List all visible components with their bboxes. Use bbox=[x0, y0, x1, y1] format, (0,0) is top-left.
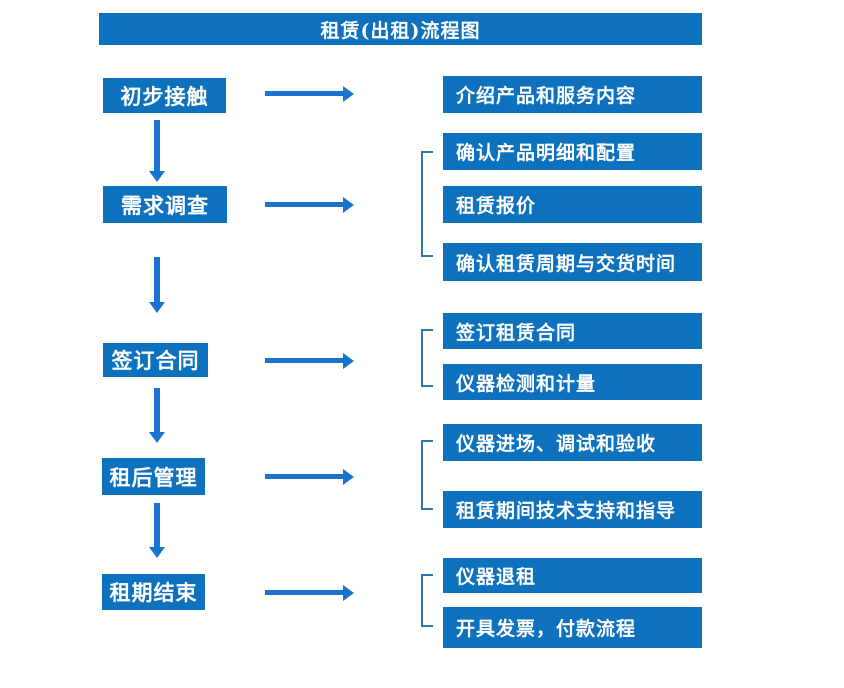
right-arrow-icon bbox=[265, 590, 343, 595]
detail-box-invoice-payment-process: 开具发票，付款流程 bbox=[443, 607, 702, 648]
detail-box-instrument-setup-acceptance: 仪器进场、调试和验收 bbox=[443, 424, 702, 461]
detail-box-instrument-return: 仪器退租 bbox=[443, 558, 702, 593]
detail-box-introduce-products-services: 介绍产品和服务内容 bbox=[443, 76, 702, 113]
stage-box-post-rental-management: 租后管理 bbox=[102, 458, 205, 495]
right-arrow-icon bbox=[265, 358, 343, 363]
detail-box-confirm-product-details-config: 确认产品明细和配置 bbox=[443, 133, 702, 170]
down-arrow-icon bbox=[154, 120, 160, 171]
down-arrow-icon bbox=[154, 257, 160, 302]
stage-box-sign-contract: 签订合同 bbox=[103, 343, 208, 377]
detail-box-instrument-testing-metering: 仪器检测和计量 bbox=[443, 364, 702, 400]
detail-box-confirm-rental-period-delivery: 确认租赁周期与交货时间 bbox=[443, 243, 702, 281]
down-arrow-icon bbox=[154, 388, 160, 432]
group-bracket bbox=[421, 440, 433, 510]
right-arrow-icon bbox=[265, 202, 343, 207]
group-bracket bbox=[421, 574, 433, 627]
down-arrow-icon bbox=[154, 503, 160, 547]
right-arrow-icon bbox=[265, 474, 343, 479]
stage-box-initial-contact: 初步接触 bbox=[103, 78, 226, 113]
group-bracket bbox=[421, 151, 433, 257]
group-bracket bbox=[421, 329, 433, 387]
detail-box-sign-rental-contract: 签订租赁合同 bbox=[443, 313, 702, 349]
page-title: 租赁(出租)流程图 bbox=[99, 13, 702, 45]
detail-box-technical-support-guidance: 租赁期间技术支持和指导 bbox=[443, 491, 702, 528]
stage-box-rental-end: 租期结束 bbox=[102, 574, 205, 610]
stage-box-needs-survey: 需求调查 bbox=[103, 186, 227, 223]
right-arrow-icon bbox=[265, 91, 343, 96]
detail-box-rental-quotation: 租赁报价 bbox=[443, 186, 702, 223]
